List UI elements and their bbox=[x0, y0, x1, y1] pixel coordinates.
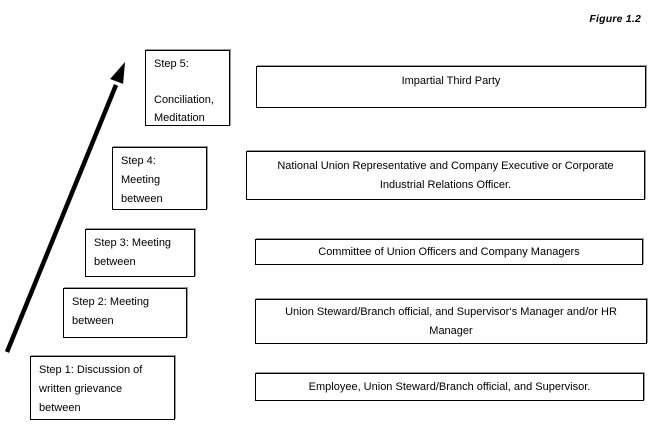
step-5-parties-box: Impartial Third Party bbox=[256, 66, 646, 108]
step-2-parties-box: Union Steward/Branch official, and Super… bbox=[255, 299, 647, 344]
step-5-box: Step 5: Conciliation, Meditation bbox=[145, 50, 230, 126]
step-4-label: Step 4: Meeting between bbox=[121, 155, 163, 205]
step-3-box: Step 3: Meeting between bbox=[85, 229, 195, 277]
step-2-box: Step 2: Meeting between bbox=[63, 288, 187, 338]
step-2-label: Step 2: Meeting between bbox=[72, 296, 150, 327]
step-4-parties-label: National Union Representative and Compan… bbox=[277, 159, 614, 191]
figure-caption: Figure 1.2 bbox=[589, 13, 641, 25]
step-3-parties-box: Committee of Union Officers and Company … bbox=[255, 239, 643, 265]
step-4-box: Step 4: Meeting between bbox=[112, 147, 207, 210]
step-1-label: Step 1: Discussion of written grievance … bbox=[39, 364, 143, 414]
step-2-parties-label: Union Steward/Branch official, and Super… bbox=[285, 305, 617, 337]
step-5-label: Step 5: Conciliation, Meditation bbox=[154, 58, 214, 124]
step-1-parties-label: Employee, Union Steward/Branch official,… bbox=[308, 380, 591, 393]
step-3-label: Step 3: Meeting between bbox=[94, 237, 172, 268]
step-3-parties-label: Committee of Union Officers and Company … bbox=[318, 245, 580, 258]
step-1-box: Step 1: Discussion of written grievance … bbox=[30, 356, 175, 420]
step-4-parties-box: National Union Representative and Compan… bbox=[246, 151, 645, 200]
step-5-parties-label: Impartial Third Party bbox=[401, 75, 501, 87]
step-1-parties-box: Employee, Union Steward/Branch official,… bbox=[255, 373, 644, 401]
